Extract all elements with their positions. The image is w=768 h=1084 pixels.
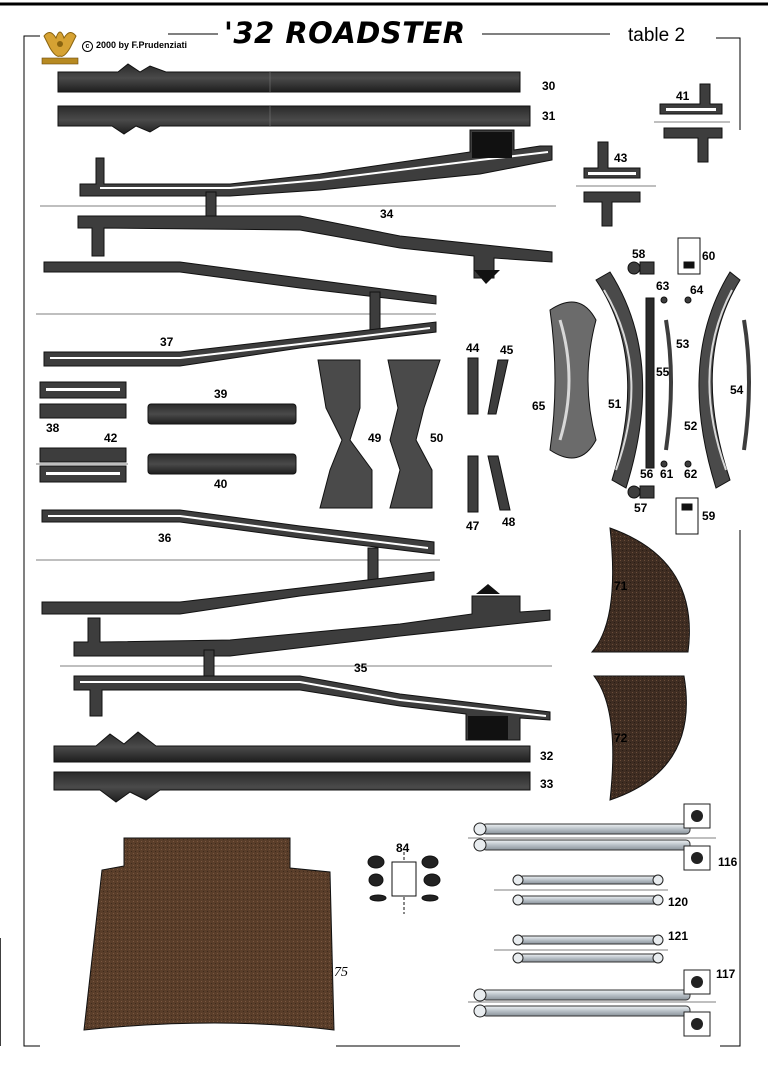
part-84-pedals (367, 852, 441, 914)
label-53: 53 (676, 337, 690, 351)
label-35: 35 (354, 661, 368, 675)
part-72-carpet (592, 675, 687, 801)
label-52: 52 (684, 419, 698, 433)
label-51: 51 (608, 397, 622, 411)
part-39-crossmember (147, 403, 297, 425)
part-120-rods (494, 874, 668, 906)
part-50-pan (387, 359, 441, 509)
label-57: 57 (634, 501, 648, 515)
part-41-bracket (654, 83, 730, 163)
table-label: table 2 (628, 25, 686, 46)
label-50: 50 (430, 431, 444, 445)
part-36-rail (36, 509, 440, 615)
label-59: 59 (702, 509, 716, 523)
part-40-crossmember (147, 453, 297, 475)
part-53-strip (664, 319, 673, 451)
label-121: 121 (668, 929, 688, 943)
label-54: 54 (730, 383, 744, 397)
sheet-title: '32 ROADSTER (224, 16, 466, 50)
label-30: 30 (542, 79, 556, 93)
label-41: 41 (676, 89, 690, 103)
page-frame (0, 2, 768, 1047)
label-60: 60 (702, 249, 716, 263)
label-42: 42 (104, 431, 118, 445)
part-44-45-47-48-straps (467, 357, 511, 513)
label-61: 61 (660, 467, 674, 481)
label-56: 56 (640, 467, 654, 481)
part-labels: 30 31 34 37 38 42 39 40 49 50 44 45 47 4… (46, 79, 744, 981)
label-38: 38 (46, 421, 60, 435)
label-117: 117 (716, 967, 736, 981)
label-33: 33 (540, 777, 554, 791)
part-55-strip (645, 297, 655, 469)
part-116-rods (468, 803, 716, 871)
label-49: 49 (368, 431, 382, 445)
label-43: 43 (614, 151, 628, 165)
part-117-rods (468, 969, 716, 1037)
part-54-strip (742, 319, 751, 451)
label-31: 31 (542, 109, 556, 123)
part-71-carpet (590, 527, 690, 653)
part-49-pan (317, 359, 373, 509)
label-72: 72 (614, 731, 628, 745)
part-34-side-rail (40, 129, 556, 284)
label-39: 39 (214, 387, 228, 401)
label-55: 55 (656, 365, 670, 379)
part-59-60-plates (675, 237, 701, 535)
part-51-leaf-spring (595, 271, 644, 489)
part-43-bracket (576, 141, 656, 227)
label-45: 45 (500, 343, 514, 357)
part-33-frame-rail (53, 771, 531, 803)
label-62: 62 (684, 467, 698, 481)
label-63: 63 (656, 279, 670, 293)
label-44: 44 (466, 341, 480, 355)
part-75-floor (83, 837, 335, 1031)
label-71: 71 (614, 579, 628, 593)
label-64: 64 (690, 283, 704, 297)
label-120: 120 (668, 895, 688, 909)
label-34: 34 (380, 207, 394, 221)
label-84: 84 (396, 841, 410, 855)
label-48: 48 (502, 515, 516, 529)
part-121-rods (494, 934, 668, 964)
part-56-57-58-shackles (627, 261, 692, 499)
part-35-side-rail (60, 584, 552, 741)
eagle-logo-icon (41, 31, 79, 65)
label-37: 37 (160, 335, 174, 349)
label-75: 75 (334, 965, 348, 980)
label-47: 47 (466, 519, 480, 533)
copyright-symbol: c (82, 41, 93, 52)
label-65: 65 (532, 399, 546, 413)
label-32: 32 (540, 749, 554, 763)
copyright-owner: 2000 by F.Prudenziati (96, 40, 188, 50)
label-40: 40 (214, 477, 228, 491)
part-37-rail (36, 261, 437, 367)
label-36: 36 (158, 531, 172, 545)
part-31-frame-rail (57, 105, 531, 135)
part-30-frame-rail (57, 63, 521, 93)
part-32-frame-rail (53, 731, 531, 763)
label-58: 58 (632, 247, 646, 261)
part-52-leaf-spring (698, 271, 741, 489)
part-38-42-bars (36, 381, 128, 483)
part-65-leaf-spring (549, 301, 597, 459)
label-116: 116 (718, 855, 738, 869)
